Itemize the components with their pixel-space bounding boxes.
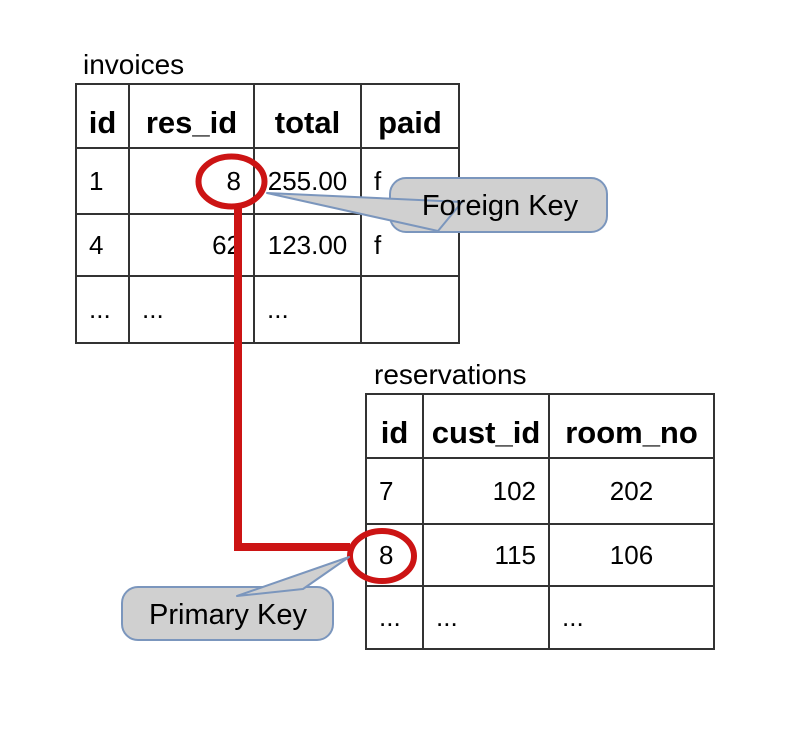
reservations-table: id cust_id room_no 7 102 202 8 115 106 .…	[365, 393, 715, 650]
reservations-cell-room-no-row2: 106	[548, 523, 715, 587]
invoices-cell-res-id-row1: 8	[128, 147, 255, 215]
invoices-cell-total-row3: ...	[253, 275, 362, 344]
table-row: ... ... ...	[365, 585, 715, 650]
table-row: ... ... ...	[75, 275, 460, 344]
table-row: 1 8 255.00 f	[75, 147, 460, 215]
reservations-cell-cust-id-row3: ...	[422, 585, 550, 650]
invoices-header-total: total	[253, 83, 362, 149]
reservations-cell-id-row3: ...	[365, 585, 424, 650]
invoices-cell-paid-row2: f	[360, 213, 460, 277]
reservations-table-section: reservations id cust_id room_no 7 102 20…	[365, 360, 715, 650]
reservations-header-room-no: room_no	[548, 393, 715, 459]
table-row: 4 62 123.00 f	[75, 213, 460, 277]
invoices-cell-res-id-row2: 62	[128, 213, 255, 277]
reservations-cell-room-no-row3: ...	[548, 585, 715, 650]
invoices-table: id res_id total paid 1 8 255.00 f 4 62 1…	[75, 83, 460, 344]
invoices-table-title: invoices	[83, 49, 185, 80]
reservations-header-row: id cust_id room_no	[365, 393, 715, 459]
reservations-cell-id-row2: 8	[365, 523, 424, 587]
invoices-cell-res-id-row3: ...	[128, 275, 255, 344]
invoices-header-res-id: res_id	[128, 83, 255, 149]
reservations-cell-id-row1: 7	[365, 457, 424, 525]
reservations-header-id: id	[365, 393, 424, 459]
invoices-cell-paid-row3	[360, 275, 460, 344]
invoices-cell-total-row1: 255.00	[253, 147, 362, 215]
invoices-cell-paid-row1: f	[360, 147, 460, 215]
primary-key-callout-tail	[236, 556, 350, 597]
invoices-header-paid: paid	[360, 83, 460, 149]
invoices-cell-total-row2: 123.00	[253, 213, 362, 277]
reservations-table-title: reservations	[374, 359, 527, 390]
table-row: 7 102 202	[365, 457, 715, 525]
invoices-cell-id-row2: 4	[75, 213, 130, 277]
reservations-cell-room-no-row1: 202	[548, 457, 715, 525]
invoices-cell-id-row1: 1	[75, 147, 130, 215]
reservations-cell-cust-id-row2: 115	[422, 523, 550, 587]
invoices-cell-id-row3: ...	[75, 275, 130, 344]
primary-key-callout: Primary Key	[121, 556, 350, 641]
reservations-header-cust-id: cust_id	[422, 393, 550, 459]
invoices-header-row: id res_id total paid	[75, 83, 460, 149]
primary-key-callout-label: Primary Key	[149, 599, 307, 631]
invoices-table-section: invoices id res_id total paid 1 8 255.00…	[75, 50, 460, 344]
primary-key-callout-bubble	[121, 586, 334, 641]
table-row: 8 115 106	[365, 523, 715, 587]
reservations-cell-cust-id-row1: 102	[422, 457, 550, 525]
invoices-header-id: id	[75, 83, 130, 149]
